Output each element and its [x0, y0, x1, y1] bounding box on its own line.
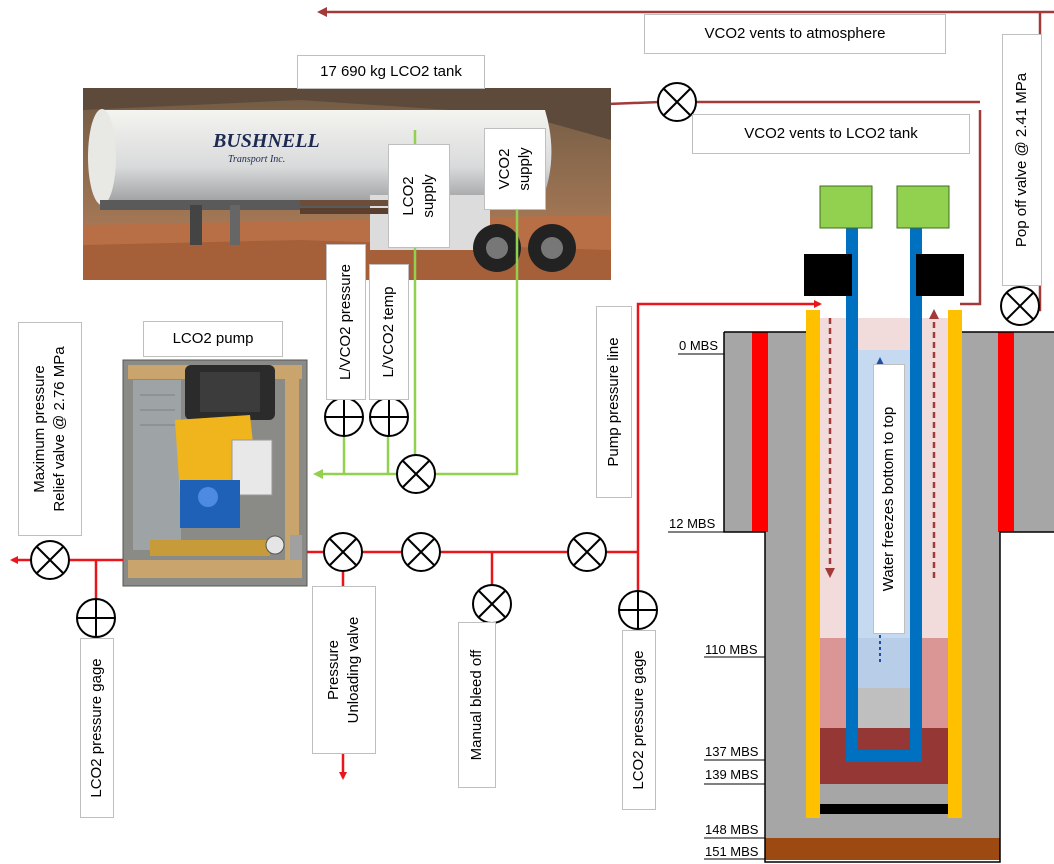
depth-label-151: 151 MBS	[705, 844, 759, 859]
depth-label-137: 137 MBS	[705, 744, 759, 759]
pump-pressure-line-text: Pump pressure line	[605, 337, 622, 467]
vco2-supply-line	[434, 130, 519, 476]
lco2-gage-left-text: LCO2 pressure gage	[88, 658, 105, 798]
vco2-supply-label: VCO2 supply	[484, 128, 546, 210]
manual-bleed-label: Manual bleed off	[458, 622, 496, 788]
pop-off-text: Pop off valve @ 2.41 MPa	[1013, 72, 1030, 248]
supply-valve[interactable]	[396, 454, 436, 494]
max-pressure-text-2: Relief valve @ 2.76 MPa	[51, 346, 68, 512]
pressure-unloading-text-2: Unloading valve	[345, 616, 362, 724]
lco2-gage-right[interactable]	[618, 590, 658, 630]
tank-brand-text: BUSHNELL	[212, 130, 320, 152]
lvco2-temp-gage[interactable]	[369, 397, 409, 437]
lvco2-pressure-text: L/VCO2 pressure	[337, 264, 354, 380]
lco2-supply-text-1: LCO2	[400, 176, 417, 216]
lco2-gage-left[interactable]	[76, 598, 116, 638]
water-freezes-label: Water freezes bottom to top	[873, 364, 905, 634]
lvco2-temp-text: L/VCO2 temp	[380, 286, 397, 378]
depth-label-139: 139 MBS	[705, 767, 759, 782]
vco2-supply-text-1: VCO2	[496, 148, 513, 190]
vent-tank-valve[interactable]	[657, 82, 697, 122]
max-pressure-text-1: Maximum pressure	[31, 365, 48, 493]
pump-pressure-line-label: Pump pressure line	[596, 306, 632, 498]
vent-atmosphere-text: VCO2 vents to atmosphere	[704, 25, 886, 42]
lco2-supply-label: LCO2 supply	[388, 144, 450, 248]
lvco2-pressure-gage[interactable]	[324, 397, 364, 437]
max-pressure-label: Maximum pressure Relief valve @ 2.76 MPa	[18, 322, 82, 536]
vco2-supply-text-2: supply	[516, 147, 533, 191]
pressure-unloading-text-1: Pressure	[325, 639, 342, 701]
depth-label-110: 110 MBS	[705, 642, 758, 657]
lvco2-pressure-label: L/VCO2 pressure	[326, 244, 366, 400]
line-valve-2[interactable]	[567, 532, 607, 572]
pump-label: LCO2 pump	[143, 321, 283, 357]
vent-atmosphere-label: VCO2 vents to atmosphere	[644, 14, 946, 54]
depth-label-12: 12 MBS	[669, 516, 716, 531]
depth-label-0: 0 MBS	[679, 338, 719, 353]
vent-tank-label: VCO2 vents to LCO2 tank	[692, 114, 970, 154]
pump-label-text: LCO2 pump	[172, 330, 254, 347]
depth-label-148: 148 MBS	[705, 822, 759, 837]
water-freezes-text: Water freezes bottom to top	[880, 406, 897, 592]
relief-valve[interactable]	[30, 540, 70, 580]
borehole-section	[668, 185, 1054, 863]
pop-off-label: Pop off valve @ 2.41 MPa	[1002, 34, 1042, 286]
bleed-valve[interactable]	[472, 584, 512, 624]
lvco2-temp-label: L/VCO2 temp	[369, 264, 409, 400]
line-valve-1[interactable]	[401, 532, 441, 572]
tank-label-text: 17 690 kg LCO2 tank	[320, 63, 462, 80]
lco2-supply-text-2: supply	[420, 174, 437, 218]
unloading-valve[interactable]	[323, 532, 363, 572]
vent-tank-text: VCO2 vents to LCO2 tank	[744, 125, 918, 142]
manual-bleed-text: Manual bleed off	[468, 649, 485, 761]
pressure-unloading-label: Pressure Unloading valve	[312, 586, 376, 754]
pop-off-valve[interactable]	[1000, 286, 1040, 326]
supply-to-pump-line	[313, 435, 398, 479]
pump-photo	[122, 359, 308, 587]
tank-brand-subtext: Transport Inc.	[228, 154, 285, 165]
lco2-gage-right-text: LCO2 pressure gage	[630, 650, 647, 790]
tank-label: 17 690 kg LCO2 tank	[297, 55, 485, 89]
lco2-gage-left-label: LCO2 pressure gage	[80, 638, 114, 818]
lco2-gage-right-label: LCO2 pressure gage	[622, 630, 656, 810]
